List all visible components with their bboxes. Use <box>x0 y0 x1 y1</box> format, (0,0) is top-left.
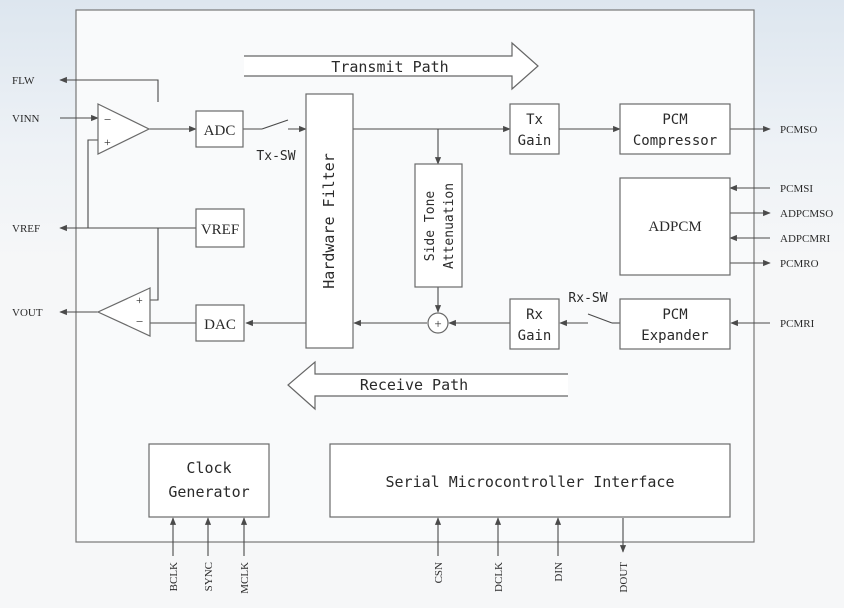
pin-vout: VOUT <box>12 307 43 319</box>
dac-block: DAC <box>195 304 245 342</box>
summing-plus-sign: + <box>434 316 441 331</box>
serial-interface-block: Serial Microcontroller Interface <box>329 443 731 518</box>
hardware-filter-label: Hardware Filter <box>320 153 338 288</box>
side-tone-label-line1: Side Tone <box>423 191 438 262</box>
clock-generator-label-line2: Generator <box>168 483 249 501</box>
opamp-minus-sign-2: − <box>136 314 143 329</box>
opamp-plus-sign: + <box>104 135 111 149</box>
pin-adpcmri: ADPCMRI <box>780 233 830 245</box>
pin-pcmsi: PCMSI <box>780 183 813 195</box>
pin-pcmro: PCMRO <box>780 258 819 270</box>
pin-flw: FLW <box>12 75 35 87</box>
pin-vinn: VINN <box>12 113 40 125</box>
hardware-filter-block: Hardware Filter <box>305 93 354 349</box>
pin-vref: VREF <box>12 223 40 235</box>
pin-pcmso: PCMSO <box>780 124 817 136</box>
vref-block: VREF <box>195 208 245 248</box>
left-pins: FLW VINN VREF VOUT <box>12 75 43 319</box>
output-opamp: + − <box>96 287 151 337</box>
rx-switch-label: Rx-SW <box>568 291 607 306</box>
pin-bclk: BCLK <box>168 562 180 591</box>
opamp-plus-sign-2: + <box>136 293 143 307</box>
pin-dout: DOUT <box>618 562 630 593</box>
clock-generator-block: Clock Generator <box>148 443 270 518</box>
tx-gain-label-line1: Tx <box>526 112 543 128</box>
transmit-path-label: Transmit Path <box>331 58 448 76</box>
pin-pcmri: PCMRI <box>780 318 815 330</box>
opamp-minus-sign: − <box>104 112 111 127</box>
tx-gain-label-line2: Gain <box>518 133 552 149</box>
dac-label: DAC <box>204 317 236 333</box>
clock-generator-label-line1: Clock <box>186 459 231 477</box>
vref-block-label: VREF <box>201 222 239 238</box>
pin-mclk: MCLK <box>239 562 251 594</box>
adc-label: ADC <box>204 123 236 139</box>
summing-node: + <box>427 312 449 334</box>
adc-block: ADC <box>195 110 244 148</box>
pcm-expander-label-line1: PCM <box>662 307 687 323</box>
pcm-compressor-label-line1: PCM <box>662 112 687 128</box>
adpcm-block: ADPCM <box>619 177 731 276</box>
pcm-expander-label-line2: Expander <box>641 328 708 344</box>
rx-gain-label-line1: Rx <box>526 307 543 323</box>
tx-gain-block: Tx Gain <box>509 103 560 155</box>
receive-path-label: Receive Path <box>360 376 468 394</box>
pin-adpcmso: ADPCMSO <box>780 208 833 220</box>
serial-interface-label: Serial Microcontroller Interface <box>386 473 675 491</box>
pcm-expander-block: PCM Expander <box>619 298 731 350</box>
pin-sync: SYNC <box>203 562 215 591</box>
pcm-compressor-block: PCM Compressor <box>619 103 731 155</box>
rx-gain-block: Rx Gain <box>509 298 560 350</box>
signal-wires <box>59 76 771 556</box>
pcm-compressor-label-line2: Compressor <box>633 133 717 149</box>
adpcm-label: ADPCM <box>648 219 701 235</box>
pin-csn: CSN <box>433 562 445 583</box>
tx-switch-label: Tx-SW <box>256 149 295 164</box>
right-pins: PCMSO PCMSI ADPCMSO ADPCMRI PCMRO PCMRI <box>780 124 833 330</box>
side-tone-attenuation-block: Side Tone Attenuation <box>414 163 463 288</box>
rx-gain-label-line2: Gain <box>518 328 552 344</box>
side-tone-label-line2: Attenuation <box>442 183 457 269</box>
input-opamp: − + <box>97 103 151 155</box>
transmit-path-arrow: Transmit Path <box>244 41 539 91</box>
bottom-pins: BCLK SYNC MCLK CSN DCLK DIN DOUT <box>168 562 630 594</box>
receive-path-arrow: Receive Path <box>287 360 568 411</box>
pin-din: DIN <box>553 562 565 582</box>
pin-dclk: DCLK <box>493 562 505 592</box>
